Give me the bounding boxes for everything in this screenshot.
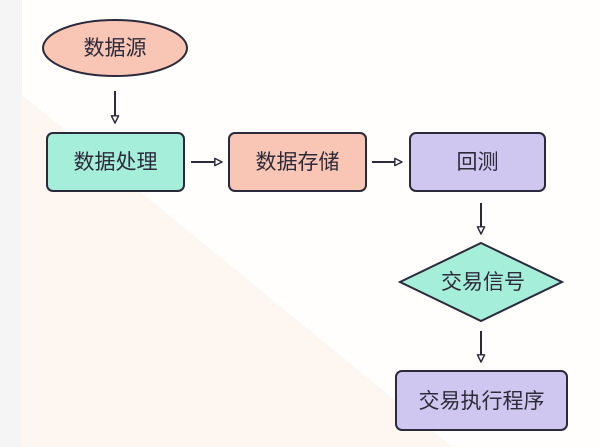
node-label: 交易信号 [441, 270, 525, 294]
node-label: 交易执行程序 [419, 389, 545, 413]
node-execution[interactable]: 交易执行程序 [395, 370, 568, 431]
node-label: 回测 [457, 150, 499, 174]
node-label: 数据存储 [256, 150, 340, 174]
node-data-processing[interactable]: 数据处理 [46, 132, 185, 192]
node-data-storage[interactable]: 数据存储 [228, 132, 367, 192]
edges [110, 91, 486, 363]
node-label: 数据处理 [74, 150, 158, 174]
node-trade-signal[interactable]: 交易信号 [397, 241, 565, 323]
node-data-source[interactable]: 数据源 [42, 19, 188, 77]
node-backtest[interactable]: 回测 [409, 132, 546, 192]
node-label: 数据源 [84, 36, 147, 60]
